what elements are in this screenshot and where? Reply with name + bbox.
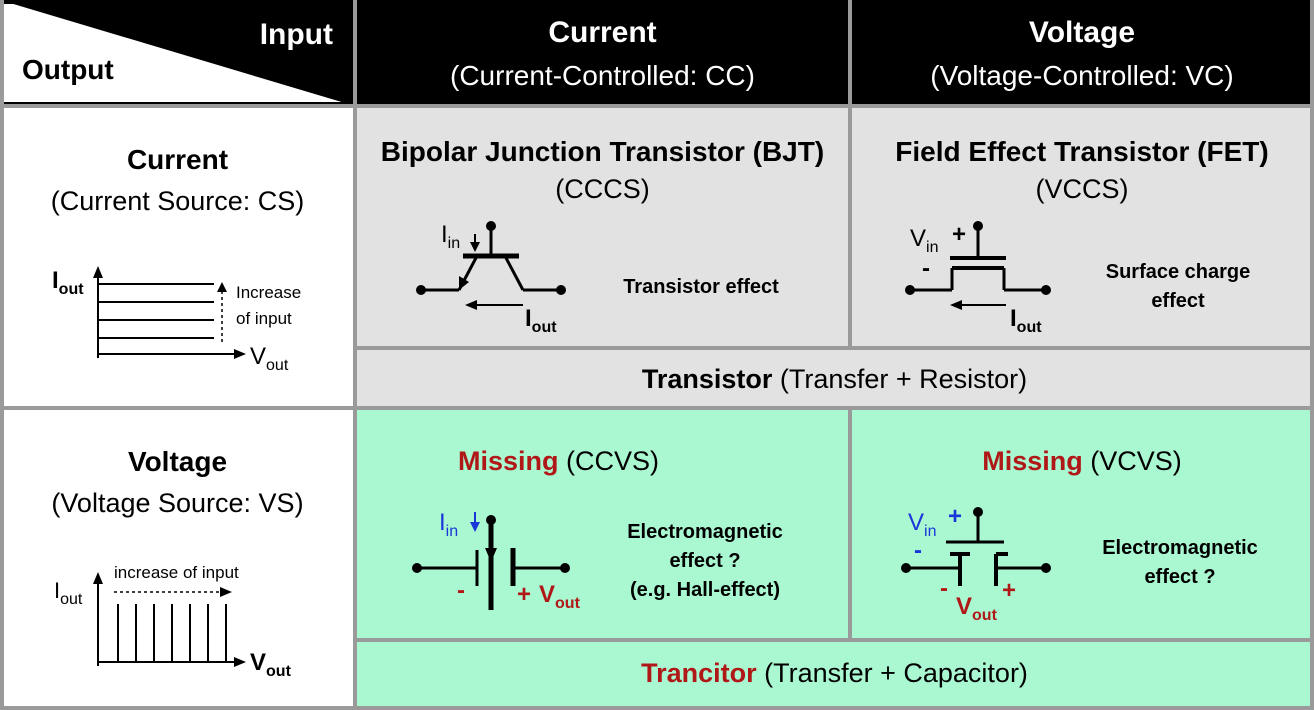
- row-title: Current: [126, 144, 229, 175]
- input-label: Iin: [441, 221, 460, 252]
- grid-line: [0, 706, 1314, 710]
- vout-minus-sign: -: [940, 575, 948, 602]
- ccvs-symbol: Iin - + Vout: [412, 509, 581, 612]
- row-title: Voltage: [127, 446, 228, 477]
- ylabel: Iout: [52, 267, 84, 298]
- effect-label: Electromagnetic effect ? (e.g. Hall-effe…: [627, 521, 783, 601]
- vcvs-cell: Missing (VCVS) Vin + - - + Vout Electrom…: [850, 408, 1314, 640]
- grid-line: [0, 0, 4, 710]
- cell-title: Missing (CCVS): [457, 446, 660, 476]
- grid-line: [355, 346, 1314, 350]
- trancitor-summary: Trancitor (Transfer + Capacitor): [355, 640, 1314, 710]
- plot-note: of input: [236, 309, 292, 328]
- plot-note: increase of input: [114, 563, 239, 582]
- bjt-cell: Bipolar Junction Transistor (BJT) (CCCS)…: [355, 106, 850, 348]
- plot-note: Increase: [236, 283, 301, 302]
- fet-symbol: Vin + - Iout: [905, 221, 1051, 336]
- cell-title: Field Effect Transistor (FET): [895, 136, 1269, 167]
- summary-text: Transistor (Transfer + Resistor): [641, 364, 1028, 394]
- output-label: Iout: [525, 305, 557, 336]
- grid-line: [0, 104, 1314, 108]
- ylabel: Iout: [54, 578, 83, 608]
- vcvs-symbol: Vin + - - + Vout: [901, 503, 1051, 624]
- output-label: Vout: [539, 581, 581, 612]
- plus-sign: +: [517, 581, 531, 608]
- effect-label: Transistor effect: [623, 276, 779, 298]
- row-header-current: Current (Current Source: CS) Iout Vout I…: [0, 106, 355, 408]
- bjt-symbol: Iin Iout: [416, 221, 566, 336]
- effect-label: Electromagnetic effect ?: [1102, 537, 1258, 588]
- minus-sign: -: [922, 255, 930, 282]
- xlabel: Vout: [250, 649, 292, 680]
- corner-header: Input Output: [0, 0, 355, 106]
- grid-line: [1310, 0, 1314, 710]
- corner-diagonal: [0, 0, 355, 106]
- grid-line: [848, 0, 852, 348]
- input-label: Input: [259, 18, 333, 51]
- cell-title: Missing (VCVS): [982, 446, 1182, 476]
- voltage-source-iv-plot: Iout Vout increase of input: [54, 563, 292, 680]
- input-label: Iin: [439, 509, 458, 540]
- grid-line: [355, 638, 1314, 642]
- row-header-voltage: Voltage (Voltage Source: VS) Iout Vout i…: [0, 408, 355, 710]
- output-label: Vout: [956, 593, 998, 624]
- grid-line: [0, 406, 1314, 410]
- grid-line: [353, 0, 357, 710]
- row-subtitle: (Current Source: CS): [50, 186, 305, 216]
- column-subtitle: (Current-Controlled: CC): [450, 60, 755, 91]
- cell-subtitle: (VCCS): [1035, 174, 1129, 204]
- grid-line: [848, 408, 852, 640]
- transistor-summary: Transistor (Transfer + Resistor): [355, 348, 1314, 408]
- xlabel: Vout: [250, 343, 289, 374]
- cell-subtitle: (CCCS): [555, 174, 650, 204]
- cell-title: Bipolar Junction Transistor (BJT): [380, 136, 825, 167]
- minus-sign: -: [457, 577, 465, 604]
- output-label: Output: [22, 54, 114, 85]
- column-title: Voltage: [1028, 16, 1136, 49]
- column-title: Current: [548, 16, 657, 49]
- output-label: Iout: [1010, 305, 1042, 336]
- ccvs-cell: Missing (CCVS) Iin - + Vout Electromagne…: [355, 408, 850, 640]
- minus-sign: -: [914, 537, 922, 564]
- input-label: Vin: [908, 509, 936, 540]
- row-subtitle: (Voltage Source: VS): [51, 488, 304, 518]
- effect-label: Surface charge effect: [1105, 261, 1251, 312]
- input-label: Vin: [910, 225, 938, 256]
- plus-sign: +: [948, 503, 962, 530]
- column-header-current: Current (Current-Controlled: CC): [355, 0, 850, 106]
- column-header-voltage: Voltage (Voltage-Controlled: VC): [850, 0, 1314, 106]
- column-subtitle: (Voltage-Controlled: VC): [930, 60, 1234, 91]
- vout-plus-sign: +: [1002, 577, 1016, 604]
- fet-cell: Field Effect Transistor (FET) (VCCS) Vin…: [850, 106, 1314, 348]
- summary-text: Trancitor (Transfer + Capacitor): [641, 658, 1028, 688]
- plus-sign: +: [952, 221, 966, 248]
- current-source-iv-plot: Iout Vout Increase of input: [52, 266, 301, 374]
